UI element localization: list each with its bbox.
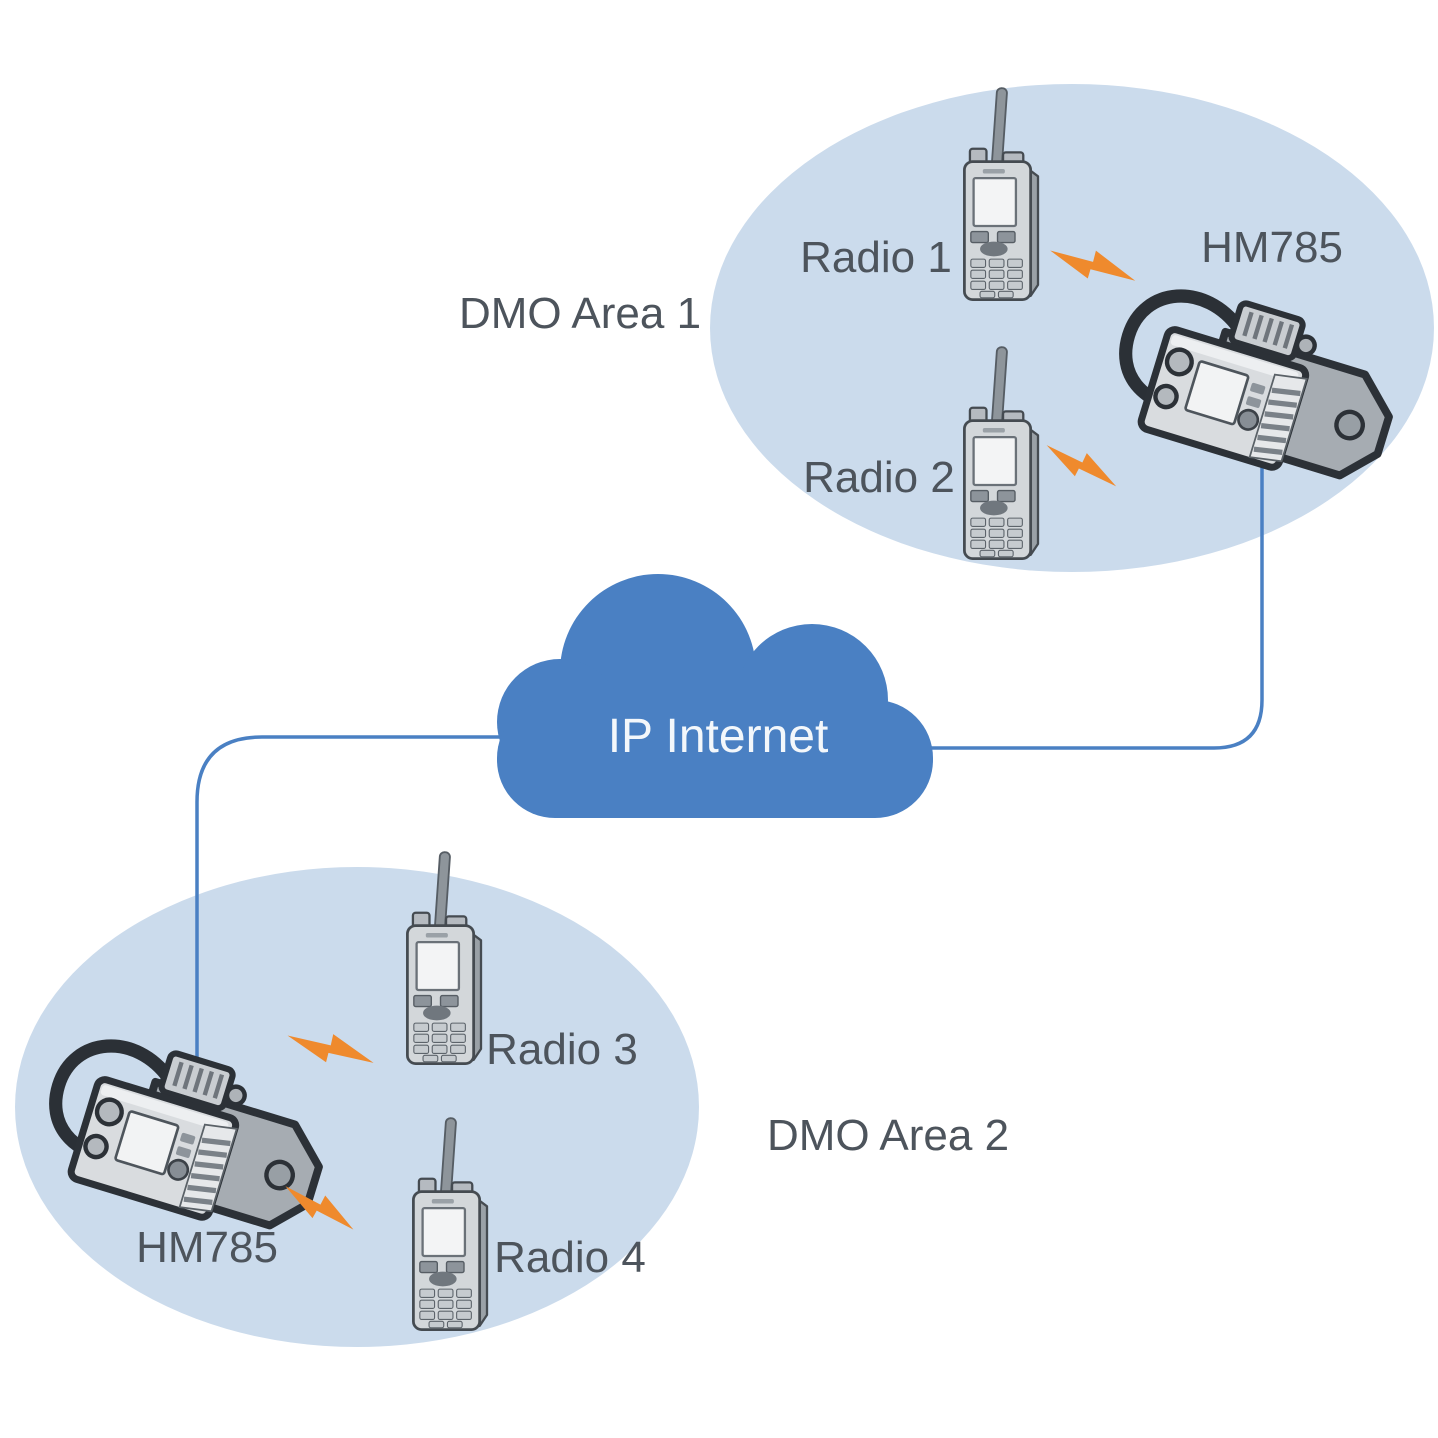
radio-4-label: Radio 4 xyxy=(494,1233,646,1282)
connector-line-area1-cloud xyxy=(900,436,1264,750)
cloud-base xyxy=(497,700,933,818)
dmo-area-1-label: DMO Area 1 xyxy=(459,289,701,338)
internet-cloud: IP Internet xyxy=(497,574,933,818)
dmo-area-2-ellipse xyxy=(15,867,699,1347)
hm785-label-area2: HM785 xyxy=(136,1223,278,1272)
hm785-label-area1: HM785 xyxy=(1201,223,1343,272)
cloud-label: IP Internet xyxy=(608,710,829,763)
radio-1-label: Radio 1 xyxy=(800,233,952,282)
radio-2-label: Radio 2 xyxy=(803,453,955,502)
connector-line-area2-cloud xyxy=(195,735,600,1072)
radio-3-label: Radio 3 xyxy=(486,1025,638,1074)
dmo-area-2-label: DMO Area 2 xyxy=(767,1111,1009,1160)
